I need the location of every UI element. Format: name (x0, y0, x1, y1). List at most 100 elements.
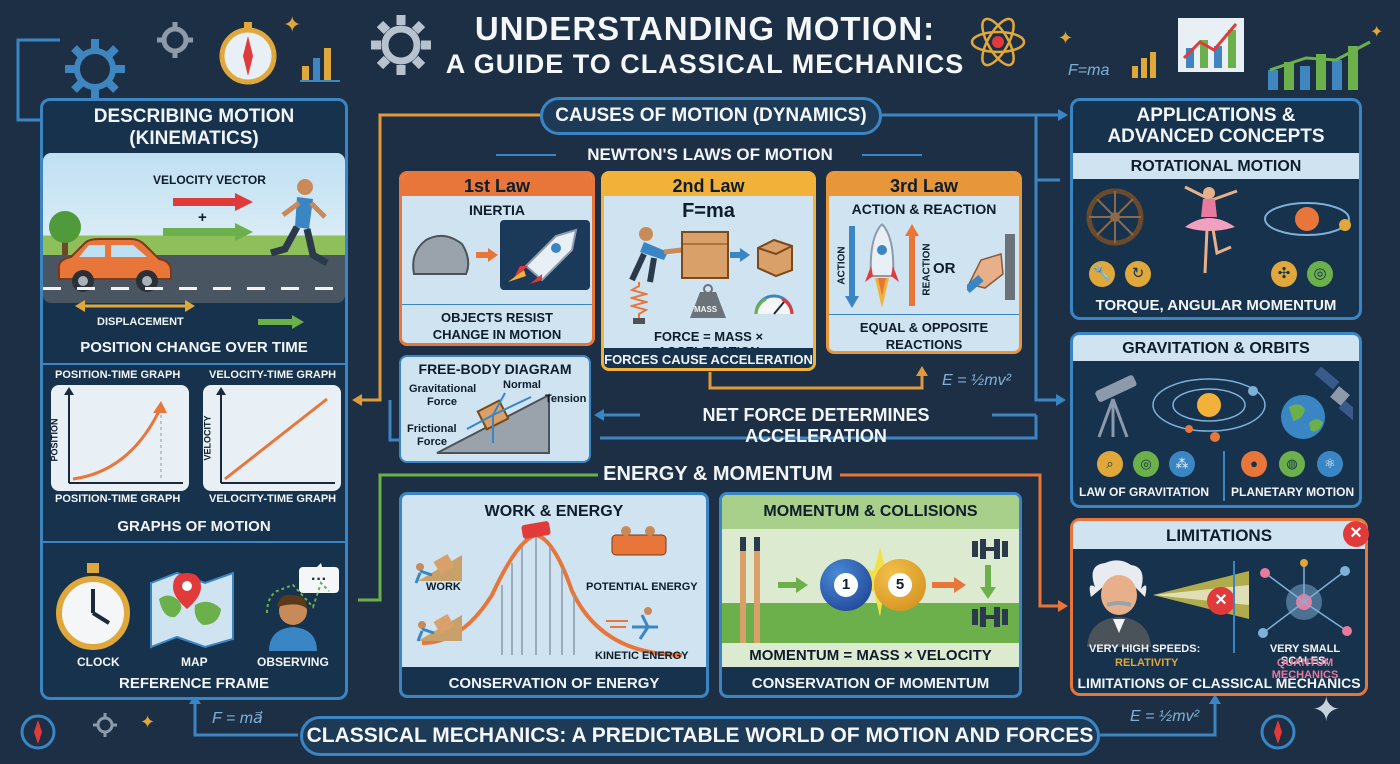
law3-sub: ACTION & REACTION (851, 201, 997, 217)
kinematics-panel: DESCRIBING MOTION (KINEMATICS) VELOCITY … (40, 98, 348, 700)
speedometer-icon (754, 294, 794, 315)
clock-label: CLOCK (77, 655, 120, 669)
momentum-title: MOMENTUM & COLLISIONS (763, 503, 978, 520)
gravitational-label-1: Gravitational (409, 383, 477, 395)
limitations-panel: LIMITATIONS ✕ ✕ VERY HIGH SPEEDS: RELATI… (1070, 518, 1369, 696)
green-arrow (258, 315, 304, 329)
graph1-title: POSITION-TIME GRAPH (55, 369, 181, 381)
net-force-caption: NET FORCE DETERMINES ACCELERATION (702, 405, 930, 446)
telescope-badge-icon: ⌕ (1097, 451, 1123, 477)
graph2-title: VELOCITY-TIME GRAPH (209, 369, 337, 381)
frictional-label-2: Force (417, 436, 447, 448)
momentum-header (722, 495, 1019, 529)
atom-icon (970, 17, 1026, 67)
kinetic-energy-label: KINETIC ENERGY (595, 650, 689, 662)
kinematics-heading-1: DESCRIBING MOTION (93, 106, 295, 127)
work-energy-title: WORK & ENERGY (484, 503, 624, 520)
ball-1-face (834, 573, 858, 597)
wheel-icon (1086, 188, 1144, 246)
gear-icon (157, 22, 193, 58)
kinematics-heading-2: (KINEMATICS) (129, 128, 259, 149)
reaction-arrow (905, 224, 919, 306)
solar-system-icon (1152, 378, 1266, 442)
momentum-caption-bar (722, 667, 1019, 695)
dumbbell-icon (972, 539, 1008, 559)
law1-caption-2: CHANGE IN MOTION (432, 327, 562, 342)
quantum-label: QUANTUM MECHANICS (1271, 657, 1339, 681)
atom-badge-icon: ⚛ (1317, 451, 1343, 477)
law2-caption: FORCES CAUSE ACCELERATION (604, 352, 813, 367)
road-dashes (43, 287, 345, 290)
momentum-card: MOMENTUM & COLLISIONS 1 5 MOMENTUM = MAS… (719, 492, 1022, 698)
applications-panel: APPLICATIONS & ADVANCED CONCEPTS ROTATIO… (1070, 98, 1362, 320)
target-badge-icon: ◎ (1133, 451, 1159, 477)
rotational-bar (1073, 153, 1359, 179)
work-energy-card: WORK & ENERGY WORK POTENTIAL ENERGY KINE… (399, 492, 709, 698)
footer-banner: CLASSICAL MECHANICS: A PREDICTABLE WORLD… (300, 716, 1100, 756)
arrow-icon (476, 248, 498, 262)
velocity-arrow (173, 193, 253, 211)
satellite-earth-icon (1281, 367, 1353, 439)
law2-card: 2nd Law F=ma MASS FORCE = MASS × ACCELER… (601, 171, 816, 371)
gravitational-label-2: Force (427, 396, 457, 408)
law-of-gravitation-label: LAW OF GRAVITATION (1079, 485, 1209, 499)
small-scales-label: VERY SMALL SCALES: (1269, 643, 1341, 667)
tension-label: Tension (545, 393, 587, 405)
rocket-icon (865, 223, 899, 308)
gear-icon (93, 713, 117, 737)
observer-icon: ··· (266, 563, 339, 651)
earth-badge-icon: ◍ (1279, 451, 1305, 477)
divider (402, 304, 592, 305)
position-curve (64, 387, 183, 484)
work-energy-caption-bar (402, 667, 706, 695)
law1-card: 1st Law INERTIA OBJECTS RESIST CHANGE IN… (399, 171, 595, 346)
map-label: MAP (181, 655, 208, 669)
rocket-icon (508, 228, 578, 284)
formula-energy-bottom: E = ½mv² (1130, 708, 1199, 725)
hand-wall-icon (967, 234, 1015, 300)
map-icon (150, 571, 234, 649)
orbit-icon: ◎ (1307, 261, 1333, 287)
roller-coaster-diagram (414, 521, 683, 657)
orbit-planet-icon (1264, 202, 1351, 236)
reference-frame-caption: REFERENCE FRAME (118, 675, 269, 692)
law3-caption-2: REACTIONS (885, 337, 963, 352)
applications-heading-2: ADVANCED CONCEPTS (1107, 126, 1325, 147)
law3-card: 3rd Law ACTION & REACTION ACTION REACTIO… (826, 171, 1022, 354)
bar-chart-icon (300, 48, 340, 82)
newtons-laws-heading: NEWTON'S LAWS OF MOTION (587, 145, 833, 164)
formula-energy-mid: E = ½mv² (942, 372, 1011, 389)
graph1-caption: POSITION-TIME GRAPH (55, 493, 181, 505)
torque-caption: TORQUE, ANGULAR MOMENTUM (1095, 297, 1337, 314)
page-title: UNDERSTANDING MOTION: A GUIDE TO CLASSIC… (360, 10, 1050, 80)
spring-icon (630, 282, 648, 324)
dynamics-heading: CAUSES OF MOTION (DYNAMICS) (540, 97, 882, 135)
planetary-motion-label: PLANETARY MOTION (1231, 485, 1355, 499)
car-icon (58, 238, 172, 292)
title-line-1: UNDERSTANDING MOTION: (474, 10, 936, 47)
velocity-time-graph: VELOCITY (203, 385, 341, 491)
or-label: OR (933, 260, 956, 277)
gear-icon (65, 39, 125, 99)
pushing-person-icon (629, 227, 729, 283)
ball-5-face (888, 573, 912, 597)
displacement-arrow (75, 300, 195, 312)
arrow-down-icon (980, 565, 996, 599)
gravitation-label: GRAVITATION & ORBITS (1122, 340, 1310, 357)
law1-title: 1st Law (463, 176, 531, 196)
velocity-arrow-green (163, 223, 253, 241)
work-label: WORK (426, 581, 461, 593)
free-body-diagram-card: FREE-BODY DIAGRAM Gravitational Force No… (399, 355, 591, 463)
mass-weight-icon (690, 284, 726, 318)
close-icon[interactable]: ✕ (1343, 521, 1369, 547)
divider (43, 363, 345, 365)
sparkle-icon: ✦ (1058, 28, 1074, 48)
law2-title: 2nd Law (672, 176, 745, 196)
formula-f-ma-bottom: F = ma⃗ (212, 710, 263, 727)
limitations-heading: LIMITATIONS (1165, 526, 1273, 545)
incline-diagram (436, 392, 550, 454)
einstein-icon (1087, 560, 1151, 647)
velocity-vector-label: VELOCITY VECTOR (153, 173, 266, 187)
cue-sticks-icon (740, 537, 760, 643)
sparkle-icon: ✦ (1370, 24, 1384, 41)
